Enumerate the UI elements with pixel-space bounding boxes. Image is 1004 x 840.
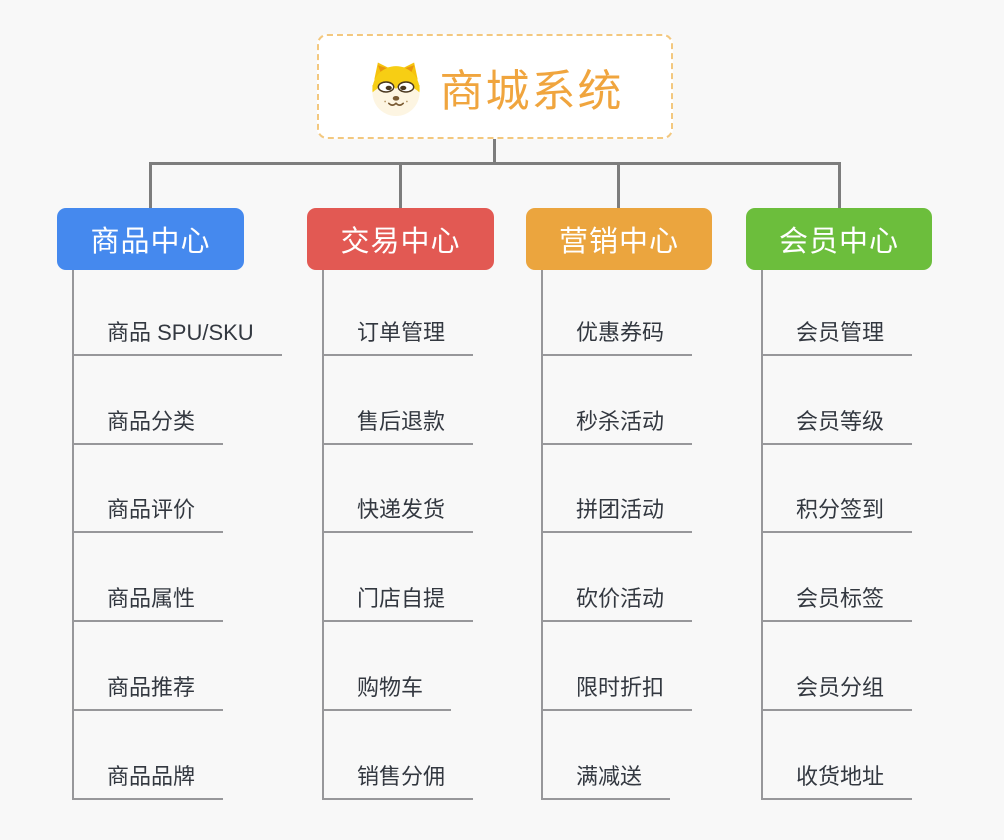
leaf-node[interactable]: 销售分佣 — [324, 711, 474, 800]
connector-drop-member — [838, 164, 841, 208]
branch-node-member-center[interactable]: 会员中心 — [746, 208, 932, 270]
leaf-node[interactable]: 拼团活动 — [543, 445, 693, 534]
leaf-node[interactable]: 商品属性 — [74, 533, 224, 623]
leaf-node[interactable]: 满减送 — [543, 711, 671, 800]
leaf-node[interactable]: 购物车 — [324, 622, 452, 711]
leaf-node[interactable]: 商品分类 — [74, 356, 224, 445]
leaf-node[interactable]: 会员标签 — [763, 533, 913, 623]
leaf-node[interactable]: 优惠券码 — [543, 270, 693, 356]
leaf-node[interactable]: 砍价活动 — [543, 533, 693, 623]
leaf-node[interactable]: 会员分组 — [763, 622, 913, 711]
leaf-node[interactable]: 收货地址 — [763, 711, 913, 800]
root-title: 商城系统 — [439, 66, 624, 116]
leaf-node[interactable]: 商品品牌 — [74, 711, 224, 800]
doge-face-icon — [371, 62, 420, 116]
leaf-node[interactable]: 快递发货 — [324, 445, 474, 534]
branch-items-marketing-center: 优惠券码 秒杀活动 拼团活动 砍价活动 限时折扣 满减送 — [541, 270, 693, 800]
leaf-node[interactable]: 售后退款 — [324, 356, 474, 445]
connector-root-drop — [493, 139, 496, 165]
branch-items-trade-center: 订单管理 售后退款 快递发货 门店自提 购物车 销售分佣 — [322, 270, 474, 800]
root-node[interactable]: 商城系统 — [317, 34, 673, 139]
connector-drop-product — [149, 164, 152, 208]
connector-drop-marketing — [617, 164, 620, 208]
leaf-node[interactable]: 商品推荐 — [74, 622, 224, 711]
branch-node-marketing-center[interactable]: 营销中心 — [526, 208, 712, 270]
leaf-node[interactable]: 会员管理 — [763, 270, 913, 356]
leaf-node[interactable]: 积分签到 — [763, 445, 913, 534]
branch-node-product-center[interactable]: 商品中心 — [57, 208, 244, 270]
connector-drop-trade — [399, 164, 402, 208]
leaf-node[interactable]: 商品评价 — [74, 445, 224, 534]
branch-items-member-center: 会员管理 会员等级 积分签到 会员标签 会员分组 收货地址 — [761, 270, 913, 800]
leaf-node[interactable]: 秒杀活动 — [543, 356, 693, 445]
branch-node-trade-center[interactable]: 交易中心 — [307, 208, 494, 270]
leaf-node[interactable]: 商品 SPU/SKU — [74, 270, 282, 356]
branch-items-product-center: 商品 SPU/SKU 商品分类 商品评价 商品属性 商品推荐 商品品牌 — [72, 270, 282, 800]
connector-bus — [149, 162, 841, 165]
leaf-node[interactable]: 会员等级 — [763, 356, 913, 445]
leaf-node[interactable]: 门店自提 — [324, 533, 474, 623]
leaf-node[interactable]: 限时折扣 — [543, 622, 693, 711]
leaf-node[interactable]: 订单管理 — [324, 270, 474, 356]
